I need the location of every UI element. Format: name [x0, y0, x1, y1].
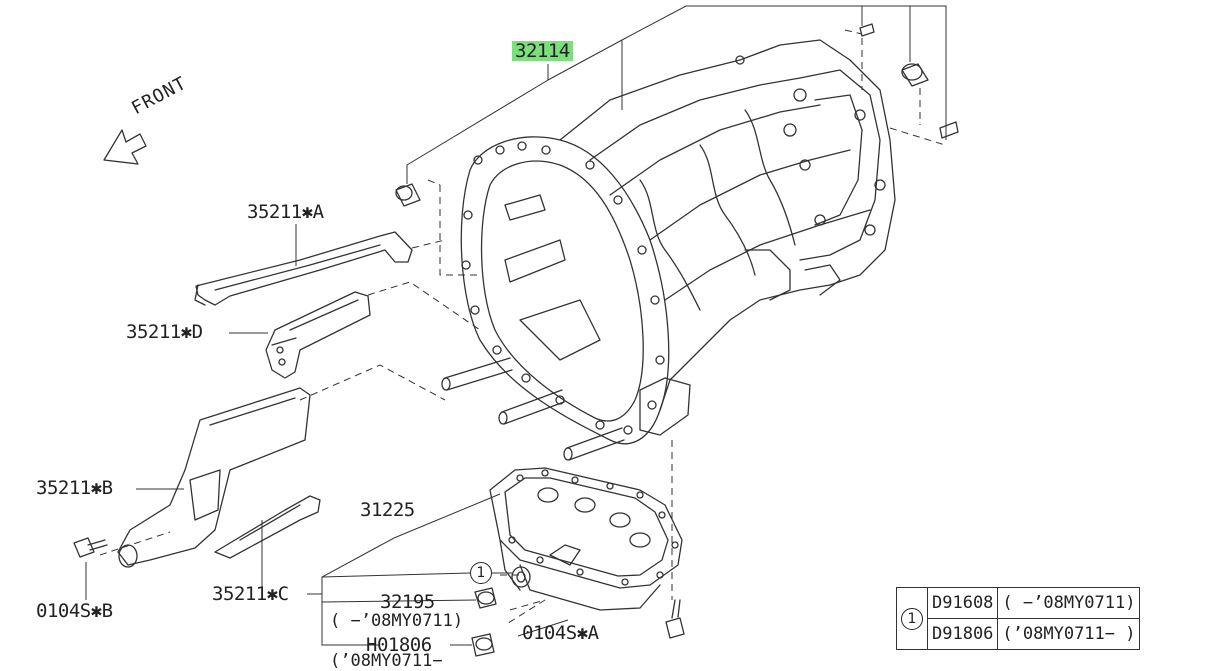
bushing-right-drawing: [901, 63, 929, 87]
part-label-35211-c[interactable]: 35211✱C: [212, 583, 289, 605]
cover-c-drawing: [214, 495, 321, 559]
part-label-35211-b[interactable]: 35211✱B: [36, 477, 113, 499]
legend-circle-ref: 1: [901, 607, 923, 630]
plug-h01806-drawing: [471, 633, 495, 657]
part-label-35211-a[interactable]: 35211✱A: [247, 201, 324, 223]
cover-a-drawing: [194, 231, 413, 306]
legend-row: D91806 (’08MY0711− ): [897, 618, 1141, 650]
part-label-32114[interactable]: 32114: [512, 41, 573, 61]
part-note-h01806: (’08MY0711−: [330, 651, 443, 671]
callout-circle-ref[interactable]: 1: [470, 562, 492, 584]
legend-part-cell[interactable]: D91608: [926, 587, 999, 619]
part-label-35211-d[interactable]: 35211✱D: [126, 321, 203, 343]
part-label-0104s-b[interactable]: 0104S✱B: [36, 600, 113, 622]
oil-pan-drawing: [489, 467, 683, 611]
part-label-31225[interactable]: 31225: [360, 499, 415, 521]
part-label-0104s-a[interactable]: 0104S✱A: [522, 622, 599, 644]
washer-drawing: [511, 566, 531, 588]
legend-row: 1 D91608 ( −’08MY0711): [896, 587, 1141, 650]
part-label-32195[interactable]: 32195: [380, 591, 435, 613]
legend-ref-cell: 1: [896, 587, 928, 650]
front-arrow-icon: [103, 129, 147, 165]
pin-right-drawing: [939, 121, 959, 139]
stud-bolts-drawing: [441, 357, 625, 461]
legend-table: 1 D91608 ( −’08MY0711) D91806 (’08MY0711…: [896, 587, 1141, 650]
part-note-32195: ( −’08MY0711): [330, 611, 464, 631]
bolt-0104s-a-drawing: [665, 599, 685, 639]
bushing-left-drawing: [395, 183, 421, 207]
legend-range-cell: (’08MY0711− ): [997, 618, 1141, 650]
transmission-case-drawing: [460, 39, 896, 445]
plug-32195-drawing: [474, 587, 497, 609]
leader-lines: [85, 5, 947, 646]
legend-range-cell: ( −’08MY0711): [997, 587, 1141, 619]
alignment-lines: [99, 29, 946, 626]
cover-b-drawing: [117, 387, 311, 568]
part-label-h01806[interactable]: H01806: [366, 634, 432, 656]
cover-d-drawing: [265, 291, 371, 379]
legend-part-cell[interactable]: D91806: [926, 618, 999, 650]
bolt-0104s-b-drawing: [73, 537, 108, 558]
